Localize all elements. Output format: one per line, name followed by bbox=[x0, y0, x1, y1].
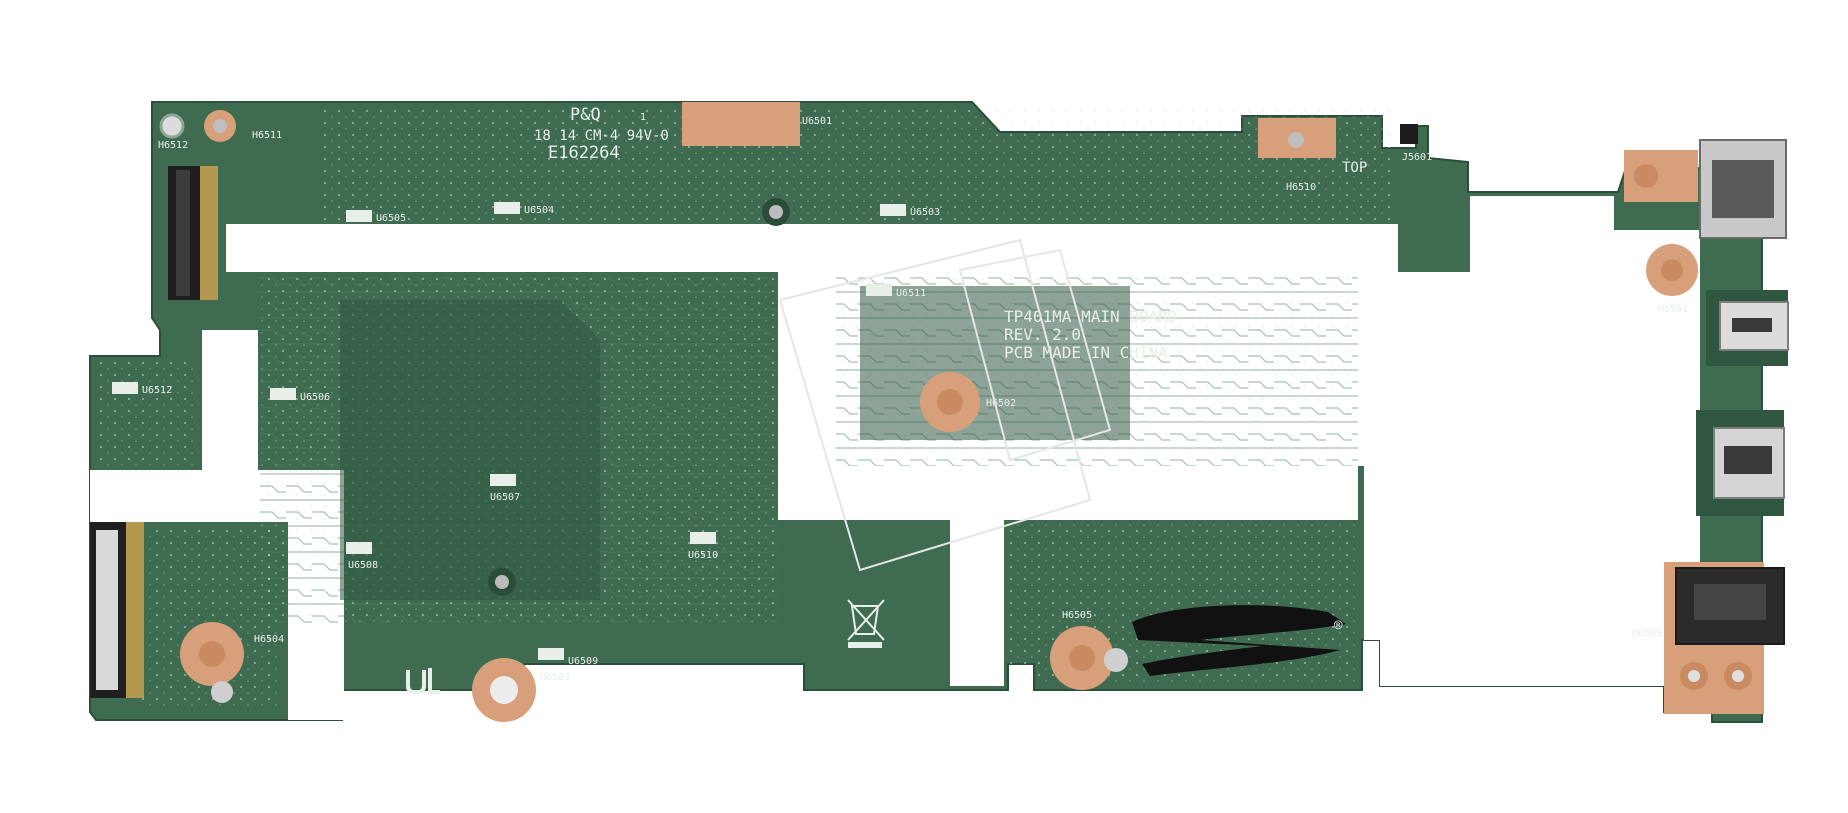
weee-bin-icon bbox=[847, 599, 885, 648]
copper-pad bbox=[682, 102, 800, 146]
ref-u6501: U6501 bbox=[802, 116, 832, 127]
mounting-holes bbox=[159, 110, 1698, 722]
ref-h6502: H6502 bbox=[986, 398, 1016, 409]
ffc-connector-bottom bbox=[90, 522, 144, 698]
ic-marks bbox=[112, 202, 906, 660]
watermark-outline bbox=[778, 238, 1112, 572]
pq-mark: P&Q bbox=[570, 105, 601, 125]
registered-mark: ® bbox=[1334, 618, 1343, 634]
board-rev-text: REV. 2.0 bbox=[1004, 325, 1081, 344]
rev-triangle-mark: 1 bbox=[640, 112, 646, 123]
ref-h6505: H6505 bbox=[1062, 610, 1092, 621]
top-label: TOP bbox=[1342, 160, 1367, 176]
ref-h6501: H6501 bbox=[1658, 304, 1688, 315]
ul-file-number: E162264 bbox=[548, 143, 620, 163]
ref-u6504: U6504 bbox=[524, 205, 554, 216]
flammability-mark: 18 14 CM-4 94V-0 bbox=[534, 128, 669, 144]
port-hdmi bbox=[1696, 410, 1785, 516]
marker-scribble bbox=[1132, 605, 1346, 676]
ref-u6511: U6511 bbox=[896, 288, 926, 299]
ref-h6512: H6512 bbox=[158, 140, 188, 151]
ref-u6507: U6507 bbox=[490, 492, 520, 503]
ref-h6510: H6510 bbox=[1286, 182, 1316, 193]
component-j5601 bbox=[1400, 124, 1418, 144]
ref-u6508: U6508 bbox=[348, 560, 378, 571]
ref-u6509: U6509 bbox=[568, 656, 598, 667]
ref-j5601: J5601 bbox=[1402, 152, 1432, 163]
ref-u6512: U6512 bbox=[142, 385, 172, 396]
ref-u6510: U6510 bbox=[688, 550, 718, 561]
port-audio-jack bbox=[1664, 562, 1785, 714]
ul-mark-icon bbox=[406, 668, 440, 694]
ref-u6503: U6503 bbox=[910, 207, 940, 218]
port-barrel-top bbox=[1624, 139, 1787, 239]
ref-h6503: H6503 bbox=[540, 672, 570, 683]
ref-h6511: H6511 bbox=[252, 130, 282, 141]
ref-h6504: H6504 bbox=[254, 634, 284, 645]
port-usb-c bbox=[1706, 290, 1789, 366]
ground-plane bbox=[340, 286, 1130, 600]
screw-hole bbox=[1288, 132, 1304, 148]
ffc-connector-top bbox=[168, 166, 218, 300]
board-name-text: TP401MA MAIN BOARD bbox=[1004, 307, 1177, 326]
board-origin-text: PCB MADE IN CHINA bbox=[1004, 343, 1168, 362]
ref-h6509: H6509 bbox=[1632, 628, 1662, 639]
ref-u6505: U6505 bbox=[376, 213, 406, 224]
ref-u6506: U6506 bbox=[300, 392, 330, 403]
